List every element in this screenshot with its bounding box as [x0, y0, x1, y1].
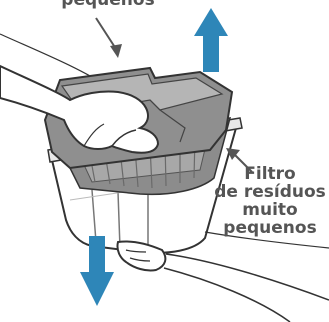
arrow-up-icon	[194, 8, 228, 72]
callout-line-2: de resíduos	[214, 182, 326, 202]
lower-hand	[116, 231, 329, 322]
leader-arrowhead-top	[110, 44, 122, 58]
callout-line-3: muito	[242, 200, 298, 220]
callout-line-1: Filtro	[244, 164, 296, 184]
arrow-down-icon	[80, 236, 114, 306]
callout-line-4: pequenos	[223, 218, 317, 238]
hand	[0, 64, 160, 154]
callout-large-debris-filter: pequenos	[61, 0, 155, 10]
leader-arrowhead-right	[226, 148, 240, 160]
callout-fine-debris-filter: Filtro de resíduos muito pequenos	[214, 165, 326, 237]
